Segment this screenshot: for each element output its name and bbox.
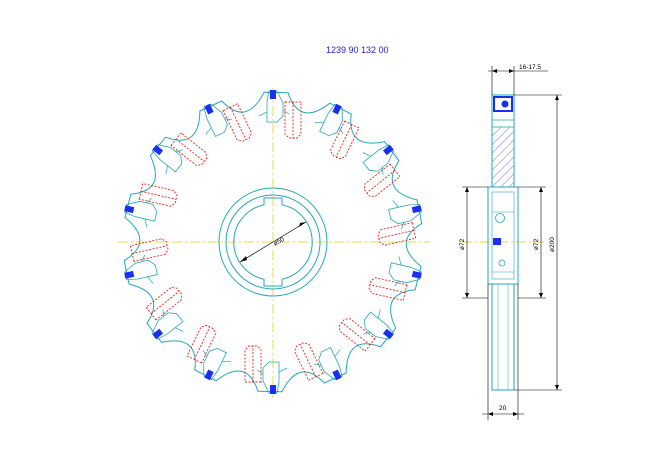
tooth-hidden-screw bbox=[145, 286, 183, 321]
tooth-body-line bbox=[144, 197, 153, 228]
tooth bbox=[124, 238, 169, 284]
tooth-insert bbox=[382, 144, 394, 156]
tooth bbox=[377, 200, 422, 246]
tooth-hidden-screw bbox=[338, 318, 376, 352]
hub-width-dimension bbox=[482, 284, 524, 420]
tooth bbox=[124, 183, 178, 228]
tooth-insert bbox=[124, 205, 135, 214]
tooth-body-line bbox=[314, 349, 341, 366]
tooth-hidden-screw bbox=[330, 120, 360, 160]
tooth-insert bbox=[382, 328, 394, 340]
tooth-hidden-screw bbox=[129, 238, 169, 262]
side-insert-screw bbox=[501, 100, 509, 108]
tooth-pocket bbox=[203, 347, 227, 381]
side-blade-lower bbox=[491, 283, 515, 391]
tooth-body-line bbox=[393, 256, 402, 287]
tooth-pocket bbox=[203, 103, 228, 138]
tooth-pocket bbox=[363, 311, 395, 340]
hub bbox=[218, 187, 328, 297]
tooth-insert bbox=[152, 144, 164, 156]
tooth bbox=[145, 286, 184, 340]
tooth-body-line bbox=[392, 200, 405, 230]
tooth-pocket bbox=[266, 90, 284, 123]
tooth-hidden-screw bbox=[284, 101, 302, 139]
side-view: 16-17.5 20 ø72 ø72 bbox=[459, 64, 562, 420]
tooth bbox=[338, 309, 395, 352]
hub-relief-circle bbox=[225, 194, 321, 290]
side-hub-details bbox=[492, 211, 514, 273]
teeth-group bbox=[124, 90, 422, 394]
tooth-insert bbox=[411, 205, 422, 214]
tooth-hidden-screw bbox=[294, 342, 324, 381]
tooth-hidden-screw bbox=[368, 277, 408, 301]
cutter-body-outline bbox=[123, 91, 423, 393]
tooth-insert bbox=[270, 385, 276, 394]
tooth-pocket bbox=[124, 200, 158, 222]
hub-outer-circle bbox=[218, 187, 328, 297]
side-hub bbox=[487, 186, 519, 285]
tooth-hidden-screw bbox=[244, 345, 262, 383]
tooth bbox=[203, 103, 252, 142]
tooth bbox=[362, 144, 401, 198]
tooth-insert bbox=[204, 103, 214, 115]
hub-diameter-left-label: ø72 bbox=[459, 238, 466, 250]
bore-with-keyways bbox=[233, 197, 313, 287]
side-hatched-section bbox=[491, 126, 515, 188]
tooth-pocket bbox=[318, 346, 343, 381]
tooth bbox=[315, 103, 360, 160]
bore-dimension-label: ø50 bbox=[272, 236, 286, 248]
tooth-insert bbox=[332, 103, 342, 115]
tooth-pocket bbox=[151, 312, 184, 340]
tooth-body-line bbox=[205, 118, 232, 135]
tooth-pocket bbox=[362, 144, 395, 172]
tooth-hidden-screw bbox=[170, 132, 208, 166]
tooth bbox=[258, 90, 302, 139]
tooth-pocket bbox=[262, 361, 280, 394]
front-view: ø50 bbox=[118, 88, 430, 398]
tooth-hidden-screw bbox=[138, 183, 178, 207]
front-centerlines bbox=[118, 88, 430, 398]
tooth-hidden-screw bbox=[377, 222, 417, 246]
tooth bbox=[186, 324, 231, 381]
tooth bbox=[151, 132, 208, 175]
tooth-pocket bbox=[388, 262, 422, 284]
tooth-body-line bbox=[362, 152, 384, 175]
tooth-hidden-screw bbox=[222, 103, 252, 142]
tooth-pocket bbox=[319, 103, 343, 137]
tooth bbox=[244, 345, 288, 394]
tooth-insert bbox=[152, 328, 164, 340]
hub-diameter-right-dimension bbox=[518, 186, 546, 299]
tooth-body-line bbox=[202, 350, 231, 363]
tooth-insert bbox=[270, 90, 276, 99]
width-range-dimension bbox=[488, 66, 548, 95]
bore-dimension-line bbox=[239, 221, 307, 263]
hub-diameter-left-dimension bbox=[462, 186, 488, 299]
tooth-body-line bbox=[141, 254, 154, 284]
tooth-body-line bbox=[362, 309, 381, 335]
tooth-body-line bbox=[165, 149, 184, 175]
tooth-pocket bbox=[388, 204, 422, 225]
tooth-hidden-screw bbox=[186, 324, 216, 364]
outer-diameter-label: ø200 bbox=[549, 237, 556, 252]
tooth-pocket bbox=[124, 259, 158, 280]
hub-width-label: 20 bbox=[499, 405, 507, 412]
tooth-body-line bbox=[162, 309, 184, 332]
part-number-label: 1239 90 132 00 bbox=[326, 45, 389, 55]
tooth bbox=[294, 342, 343, 381]
tooth bbox=[368, 256, 422, 301]
tooth-body-line bbox=[315, 121, 344, 134]
bore-dimension-arrow bbox=[299, 222, 306, 227]
bore-dimension-arrow bbox=[240, 256, 247, 262]
tooth-pocket bbox=[151, 144, 183, 173]
width-range-label: 16-17.5 bbox=[519, 64, 541, 71]
outer-diameter-dimension bbox=[514, 94, 562, 391]
hub-diameter-right-label: ø72 bbox=[533, 238, 540, 250]
tooth-insert bbox=[204, 369, 214, 381]
tooth-insert bbox=[332, 369, 342, 381]
tooth-body-line bbox=[258, 109, 290, 117]
tooth-body-line bbox=[256, 367, 288, 375]
tooth-insert bbox=[124, 270, 135, 279]
tooth-insert bbox=[411, 270, 422, 279]
